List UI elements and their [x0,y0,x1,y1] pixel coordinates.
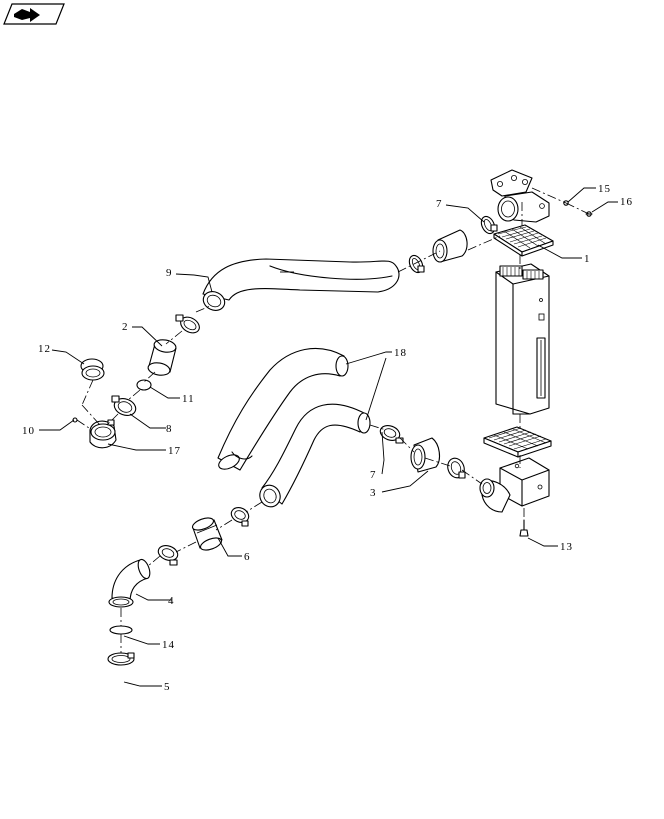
elbow-adapter-17 [89,419,117,449]
callout-12: 12 [38,343,51,355]
callout-11: 11 [182,393,195,405]
callout-14: 14 [162,639,175,651]
hose-sleeve-upper [432,229,468,263]
clamp-8 [111,395,137,416]
clamp-7-upper [480,215,498,235]
clamp-above-elbow-4 [157,545,179,566]
bottom-tank-inlet [479,457,550,513]
leader-lines [39,187,618,687]
pipe-18-upper [217,347,349,471]
clamp-upper-mid [408,254,425,274]
o-ring-14 [109,625,133,635]
ring-11 [136,379,152,391]
callout-5: 5 [164,681,171,693]
hose-sleeve-6 [191,517,223,551]
callout-10: 10 [22,425,35,437]
intercooler-core [495,263,550,415]
clamp-upper-6 [230,507,250,527]
hose-sleeve-3 [410,437,441,473]
callout-9: 9 [166,267,173,279]
callout-13: 13 [560,541,573,553]
callout-7-lower: 7 [370,469,377,481]
callout-labels: 1 2 3 4 5 6 7 7 8 9 10 11 12 13 14 15 16… [22,183,633,693]
clamp-5 [107,652,135,666]
callout-8: 8 [166,423,173,435]
clamp-bottom-tank [447,457,466,479]
clamp-below-pipe-9 [175,314,200,334]
pipe-9 [202,258,400,311]
callout-7-upper: 7 [436,198,443,210]
callout-17: 17 [168,445,181,457]
callout-18: 18 [394,347,407,359]
hose-sleeve-2 [147,339,177,376]
callout-1: 1 [584,253,591,265]
screw-13 [519,519,529,537]
callout-4: 4 [168,595,175,607]
lower-grille-plate [483,426,552,458]
top-tank-outlet [490,169,550,223]
book-navigation-icon[interactable] [3,3,65,25]
callout-16: 16 [620,196,633,208]
coupler-12 [80,358,105,381]
upper-grille-plate [493,224,554,257]
callout-3: 3 [370,487,377,499]
pipe-18-lower [259,403,371,508]
callout-15: 15 [598,183,611,195]
callout-2: 2 [122,321,129,333]
assembly-center-lines [76,187,590,653]
callout-6: 6 [244,551,251,563]
elbow-4 [108,558,151,608]
